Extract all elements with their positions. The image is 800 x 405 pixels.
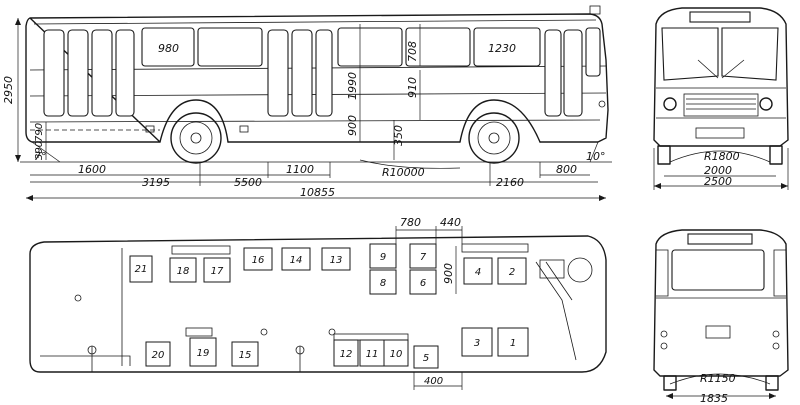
seat-18: 18: [177, 266, 190, 277]
side-view: 980 1230 708 910 1990 900 350 2950 390 7…: [2, 5, 612, 201]
dim-800: 800: [556, 163, 577, 176]
seat-8: 8: [380, 278, 386, 289]
seat-16: 16: [252, 255, 265, 266]
dim-10855: 10855: [300, 186, 335, 199]
dim-900: 900: [346, 115, 359, 136]
dim-708: 708: [406, 41, 419, 62]
seat-9: 9: [380, 252, 386, 263]
dim-900-plan: 900: [442, 263, 455, 284]
seat-2: 2: [509, 267, 515, 278]
dim-390: 390: [34, 141, 45, 160]
dim-r1150: R1150: [700, 372, 736, 385]
dim-2000: 2000: [704, 164, 732, 177]
seat-15: 15: [239, 350, 252, 361]
dim-1230: 1230: [488, 42, 516, 55]
seat-14: 14: [290, 255, 303, 266]
dim-350: 350: [392, 125, 405, 146]
dim-1600: 1600: [78, 163, 106, 176]
seat-6: 6: [420, 278, 426, 289]
dim-approach-angle: 7°: [34, 150, 47, 163]
plan-view: 21 18 17 16 14 13 9 8 7 6 4 2 20 19 15 1…: [29, 216, 607, 390]
seat-13: 13: [330, 255, 343, 266]
seat-1: 1: [510, 338, 516, 349]
dim-departure-angle: 10°: [586, 150, 606, 163]
dim-910: 910: [406, 77, 419, 98]
dim-440: 440: [440, 216, 461, 229]
seat-17: 17: [211, 266, 224, 277]
seat-3: 3: [474, 338, 480, 349]
dim-790: 790: [34, 123, 45, 142]
seat-20: 20: [152, 350, 165, 361]
dim-1100: 1100: [286, 163, 314, 176]
seat-19: 19: [197, 348, 210, 359]
seat-4: 4: [475, 267, 481, 278]
dim-2160: 2160: [496, 176, 524, 189]
seat-7: 7: [420, 252, 427, 263]
dim-1990: 1990: [346, 72, 359, 100]
seat-10: 10: [390, 349, 403, 360]
dim-5500: 5500: [234, 176, 262, 189]
seat-21: 21: [135, 264, 148, 275]
seat-5: 5: [423, 353, 429, 364]
dim-r10000: R10000: [382, 166, 425, 179]
front-view: R1800 2000 2500: [653, 7, 789, 190]
dim-2500: 2500: [704, 175, 732, 188]
dim-980: 980: [158, 42, 179, 55]
dim-3195: 3195: [142, 176, 170, 189]
dim-r1800: R1800: [704, 150, 740, 163]
dim-1835: 1835: [700, 392, 728, 405]
dim-780: 780: [400, 216, 421, 229]
rear-view: R1150 1835: [653, 229, 789, 405]
seat-12: 12: [340, 349, 353, 360]
dim-2950: 2950: [2, 76, 15, 104]
dim-400: 400: [424, 376, 443, 387]
seat-11: 11: [366, 349, 379, 360]
